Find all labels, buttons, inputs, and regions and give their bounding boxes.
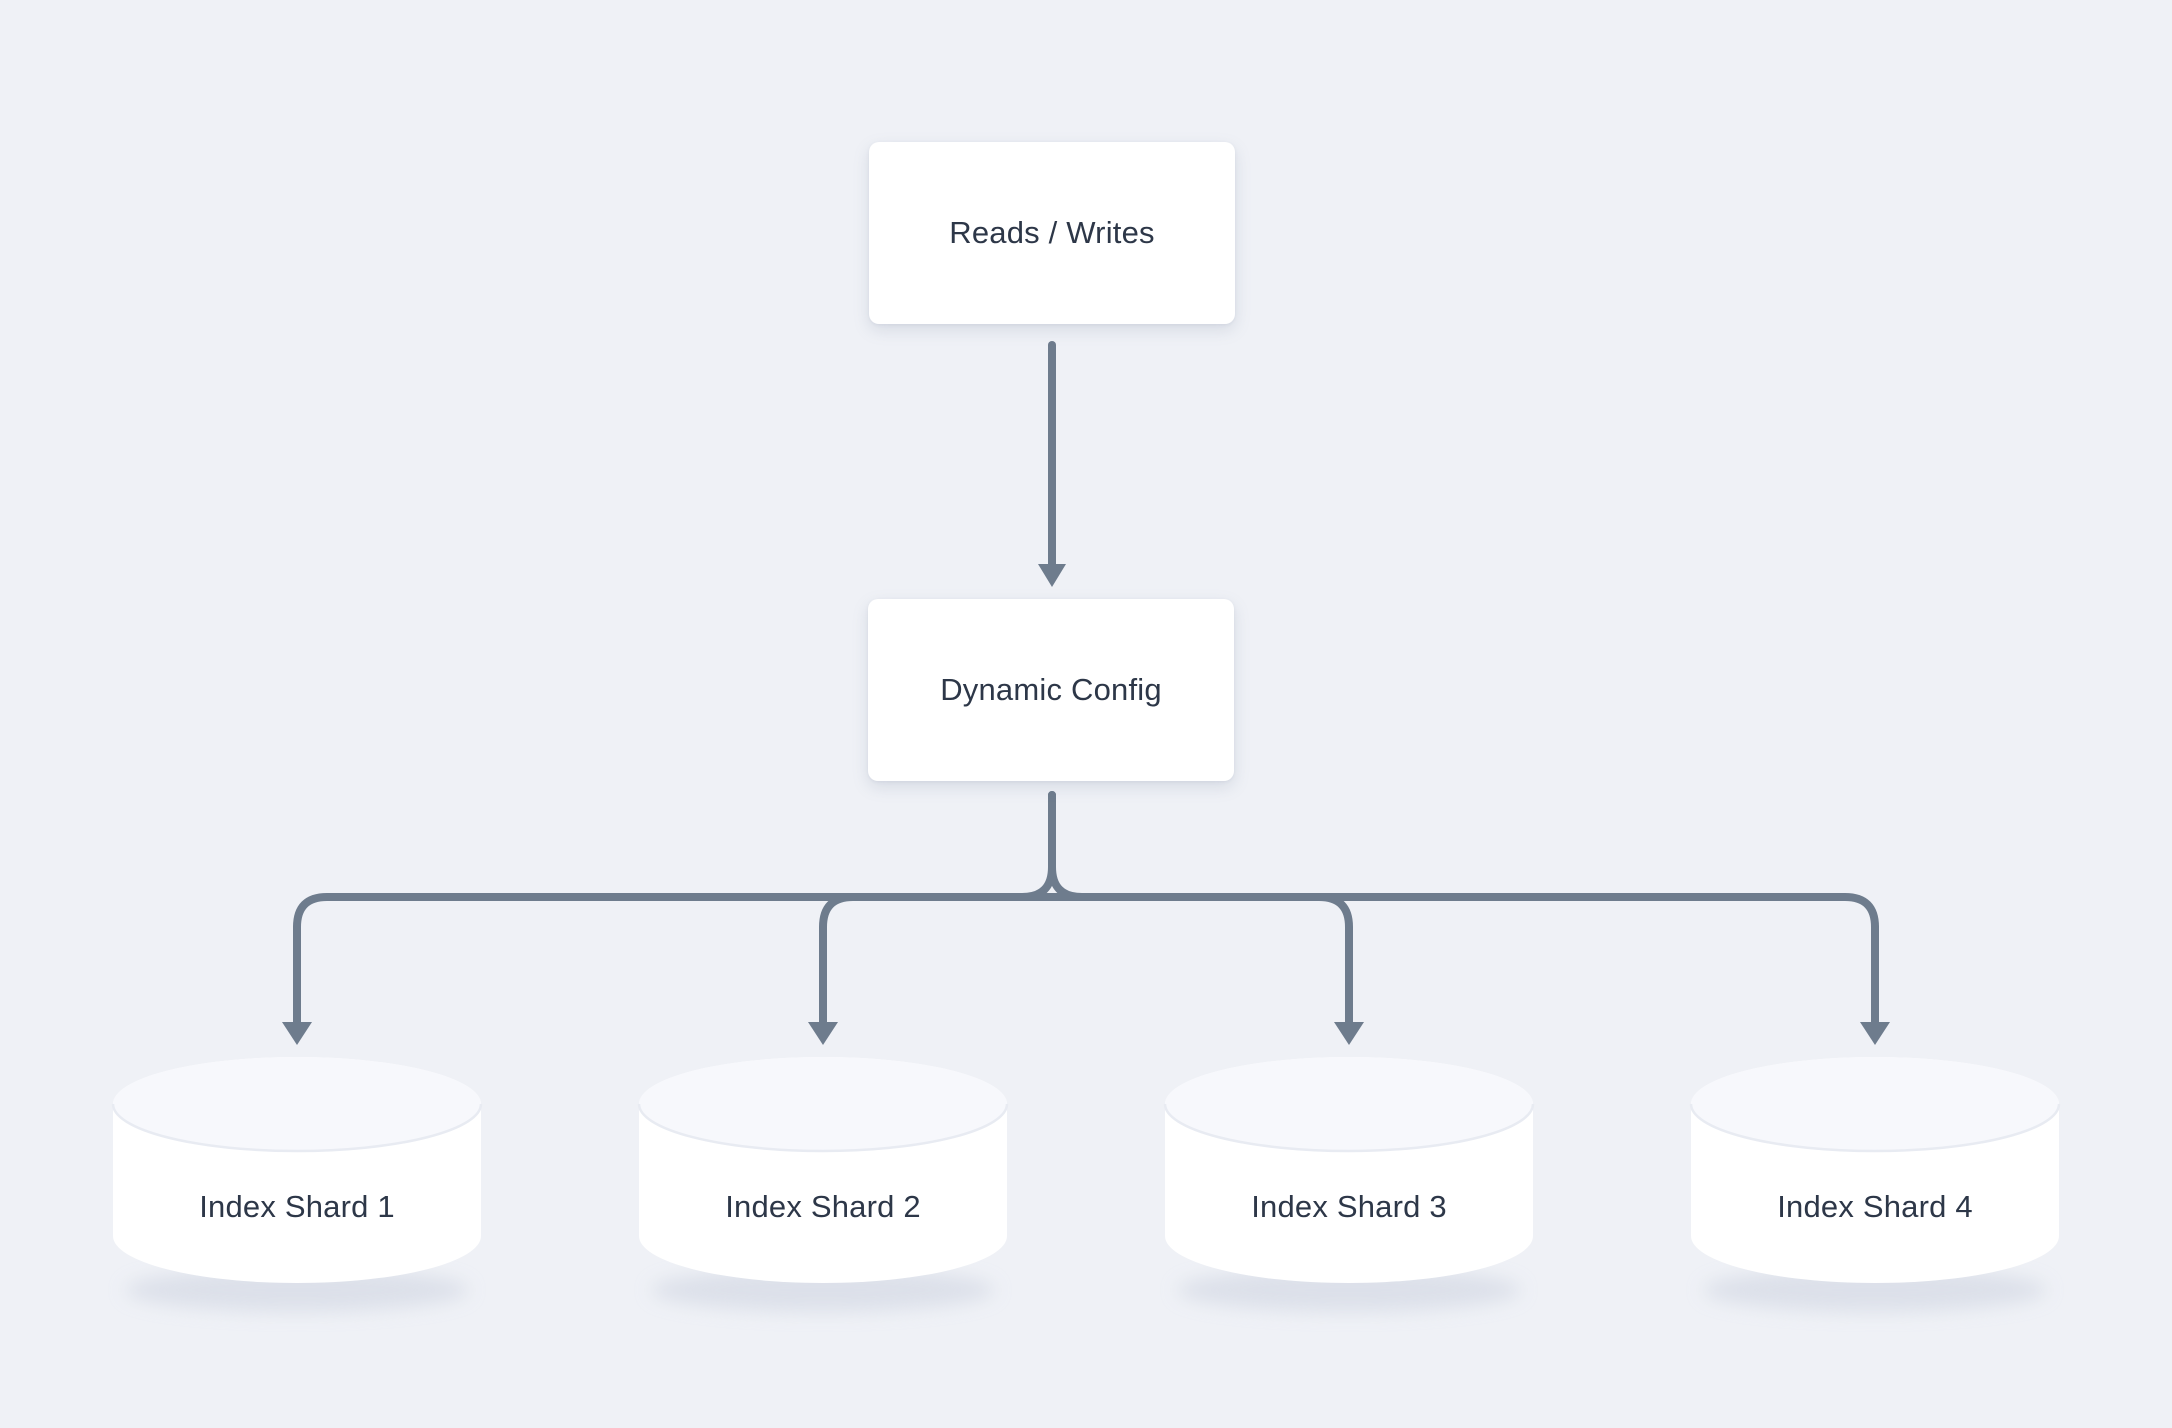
node-dynamic-config: Dynamic Config (868, 599, 1234, 781)
node-dynamic-config-label: Dynamic Config (940, 672, 1162, 707)
label-shard-2: Index Shard 2 (725, 1189, 921, 1224)
edge-distribution-bus (293, 893, 1879, 931)
cylinder-shadow (651, 1268, 995, 1312)
label-shard-3: Index Shard 3 (1251, 1189, 1447, 1224)
cylinder-shadow (125, 1268, 469, 1312)
edge-to-shard-2 (819, 893, 857, 1028)
cylinder-rim (637, 1103, 1009, 1153)
cylinder-rim (1163, 1103, 1535, 1153)
edge-to-shard-3 (1315, 893, 1353, 1028)
cylinder-top (639, 1057, 1007, 1151)
arrowhead-config-icon (1038, 564, 1066, 587)
arrowhead-shard-4-icon (1860, 1022, 1890, 1045)
edge-config-trunk-right (1048, 791, 1086, 901)
node-reads-writes: Reads / Writes (869, 142, 1235, 324)
cylinder-top (1691, 1057, 2059, 1151)
cylinder-top (1165, 1057, 1533, 1151)
node-reads-writes-label: Reads / Writes (949, 215, 1155, 250)
cylinder-shard-4 (1689, 1057, 2061, 1312)
arrowhead-shard-2-icon (808, 1022, 838, 1045)
edge-config-trunk-left (1018, 791, 1056, 901)
label-shard-1: Index Shard 1 (199, 1189, 395, 1224)
cylinder-top (113, 1057, 481, 1151)
arrowhead-shard-3-icon (1334, 1022, 1364, 1045)
cylinder-shard-2 (637, 1057, 1009, 1312)
cylinder-rim (1689, 1103, 2061, 1153)
cylinder-shadow (1703, 1268, 2047, 1312)
cylinder-shard-3 (1163, 1057, 1535, 1312)
label-shard-4: Index Shard 4 (1777, 1189, 1973, 1224)
cylinder-rim (111, 1103, 483, 1153)
arrowhead-shard-1-icon (282, 1022, 312, 1045)
cylinder-shadow (1177, 1268, 1521, 1312)
cylinder-shard-1 (111, 1057, 483, 1312)
